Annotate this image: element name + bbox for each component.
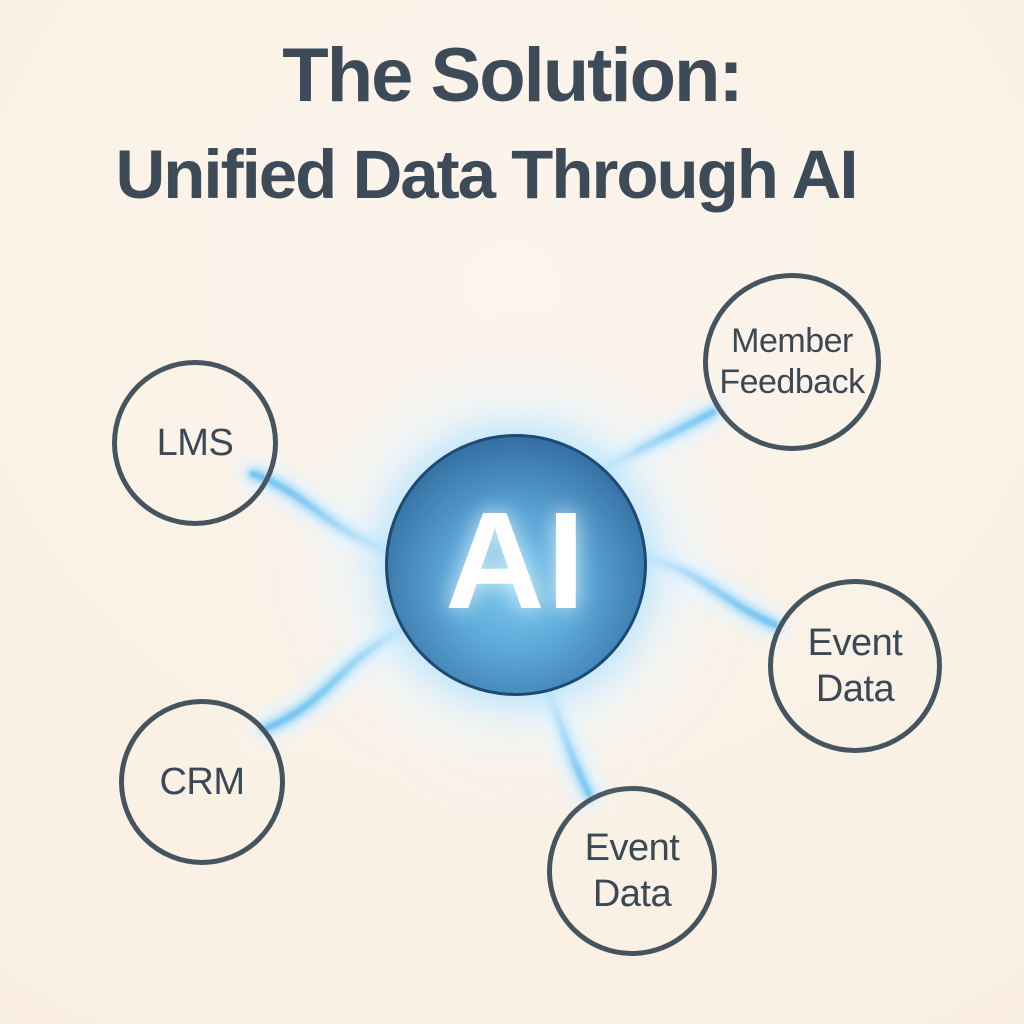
node-event-data-right: Event Data	[768, 579, 942, 753]
node-member-feedback: Member Feedback	[703, 273, 881, 451]
connector-ai-event-data-right	[637, 556, 775, 625]
node-lms: LMS	[112, 360, 278, 526]
page-title: The Solution: Unified Data Through AI	[0, 33, 1024, 213]
node-crm-label: CRM	[159, 760, 245, 803]
node-event-data-right-label-line1: Event	[807, 621, 903, 664]
node-ai-label: AI	[445, 484, 587, 638]
node-ai-center: AI	[385, 434, 647, 696]
node-event-data-right-label-line2: Data	[815, 668, 895, 710]
title-line-1: The Solution:	[282, 33, 743, 118]
connector-ai-crm	[267, 630, 402, 728]
node-event-data-bottom-label-line1: Event	[584, 826, 680, 869]
node-event-data-bottom-label-line2: Data	[592, 873, 672, 915]
title-line-2: Unified Data Through AI	[115, 136, 858, 213]
node-crm: CRM	[119, 699, 285, 865]
node-member-feedback-label-line2: Feedback	[719, 363, 865, 401]
connector-ai-member-feedback	[600, 412, 713, 472]
connector-ai-event-data-bottom	[543, 682, 589, 794]
node-member-feedback-label-line1: Member	[731, 321, 853, 360]
node-event-data-bottom: Event Data	[547, 786, 717, 956]
node-lms-label: LMS	[156, 421, 234, 464]
